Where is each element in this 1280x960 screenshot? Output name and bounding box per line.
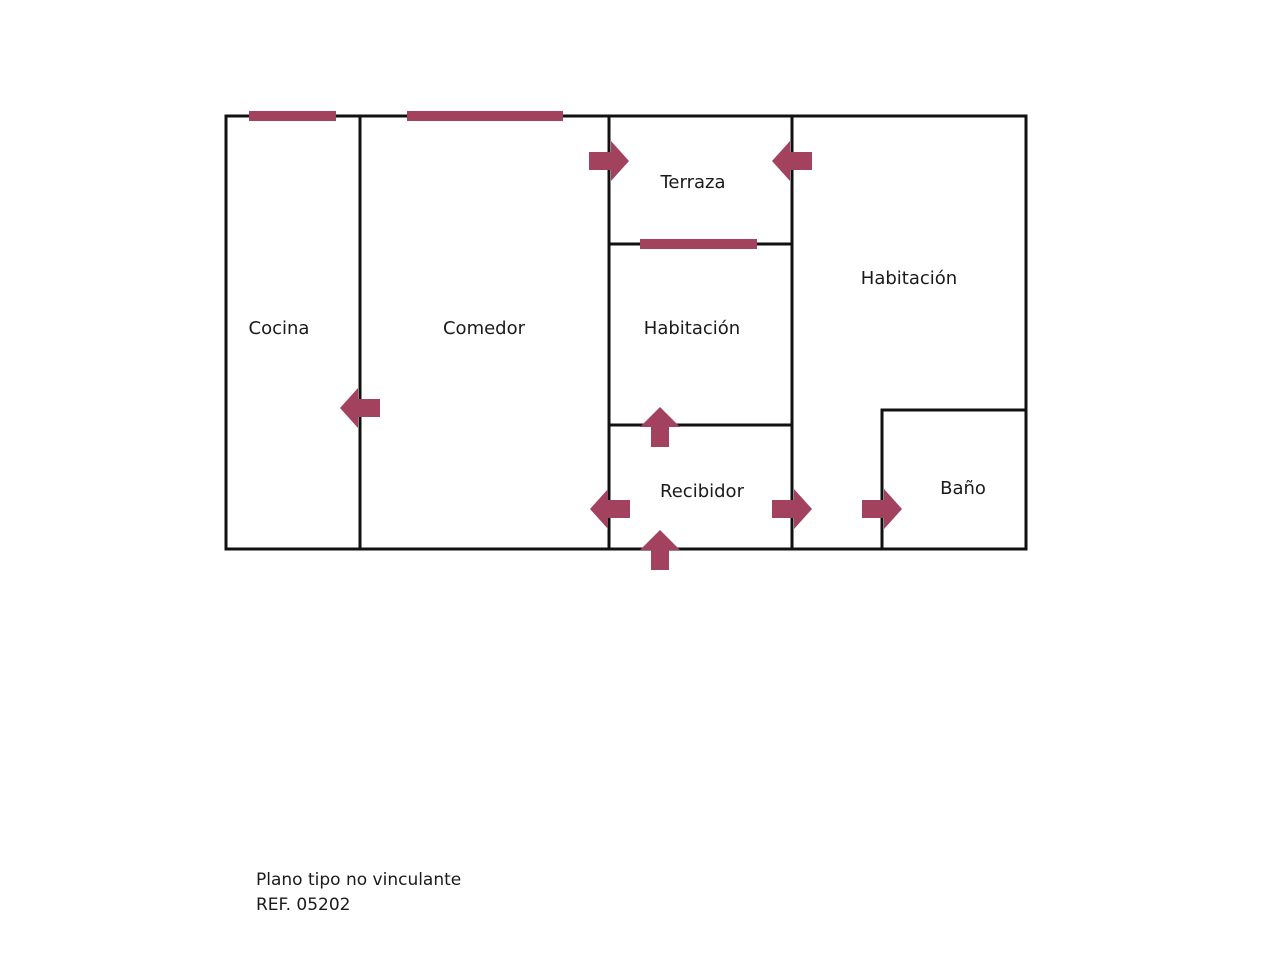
door-arrow-left-icon — [772, 141, 812, 181]
window-comedor — [407, 111, 563, 121]
room-label-habitacion-center: Habitación — [644, 318, 740, 339]
room-label-habitacion-right: Habitación — [861, 268, 957, 289]
door-arrow-right-icon — [772, 489, 812, 529]
window-habitacion — [640, 239, 757, 249]
room-label-cocina: Cocina — [249, 318, 310, 339]
disclaimer-text: Plano tipo no vinculante — [256, 870, 462, 890]
door-arrows — [340, 141, 902, 570]
door-arrow-left-icon — [590, 489, 630, 529]
plan-footer: Plano tipo no vinculante REF. 05202 — [256, 868, 461, 918]
room-label-recibidor: Recibidor — [660, 481, 745, 502]
outer-wall — [224, 114, 1028, 551]
entrance-arrow-up-icon — [640, 530, 680, 570]
window-cocina — [249, 111, 336, 121]
room-label-bano: Baño — [940, 478, 986, 499]
door-arrow-left-icon — [340, 388, 380, 428]
door-arrow-right-icon — [862, 489, 902, 529]
door-arrow-up-icon — [640, 407, 680, 447]
windows — [249, 111, 757, 249]
walls — [224, 114, 1028, 551]
room-label-terraza: Terraza — [659, 172, 725, 193]
room-labels: Cocina Comedor Terraza Habitación Habita… — [249, 172, 986, 502]
door-arrow-right-icon — [589, 141, 629, 181]
reference-text: REF. 05202 — [256, 895, 351, 915]
room-label-comedor: Comedor — [443, 318, 526, 339]
